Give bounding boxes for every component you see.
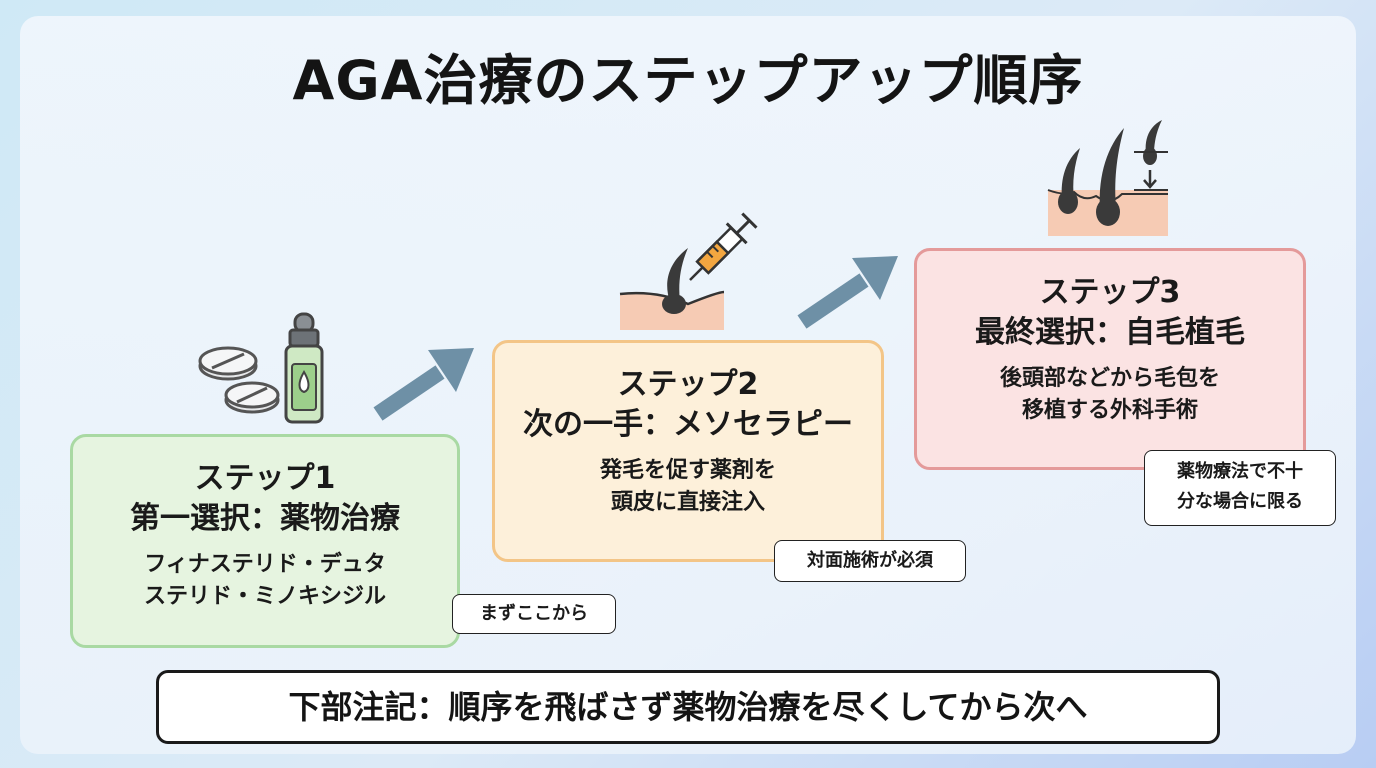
step1-card: ステップ1 第一選択：薬物治療 フィナステリド・デュタ ステリド・ミノキシジル bbox=[70, 434, 460, 648]
step2-body-line: 発毛を促す薬剤を bbox=[599, 458, 776, 483]
step3-body: 後頭部などから毛包を 移植する外科手術 bbox=[917, 363, 1303, 427]
step1-note-line: まずここから bbox=[480, 603, 588, 624]
step2-note: 対面施術が必須 bbox=[774, 540, 966, 582]
step2-note-line: 対面施術が必須 bbox=[807, 550, 933, 571]
step3-note: 薬物療法で不十 分な場合に限る bbox=[1144, 450, 1336, 526]
step3-note-line: 薬物療法で不十 bbox=[1177, 461, 1303, 482]
step1-note: まずここから bbox=[452, 594, 616, 634]
arrow-step1-to-step2 bbox=[373, 348, 474, 421]
step1-body-line: ステリド・ミノキシジル bbox=[143, 584, 386, 609]
step1-heading: 第一選択：薬物治療 bbox=[130, 501, 400, 536]
step2-body-line: 頭皮に直接注入 bbox=[610, 490, 765, 515]
step3-label: ステップ3 bbox=[1039, 275, 1181, 310]
step2-body: 発毛を促す薬剤を 頭皮に直接注入 bbox=[495, 455, 881, 519]
step2-label: ステップ2 bbox=[617, 367, 759, 402]
page-title: AGA治療のステップアップ順序 bbox=[292, 49, 1084, 112]
step3-card: ステップ3 最終選択：自毛植毛 後頭部などから毛包を 移植する外科手術 bbox=[914, 248, 1306, 470]
step1-label: ステップ1 bbox=[194, 461, 336, 496]
hair-follicle-transplant-icon bbox=[1047, 120, 1168, 236]
step3-body-line: 移植する外科手術 bbox=[1021, 398, 1198, 423]
pills-and-dropper-bottle-icon bbox=[198, 312, 324, 424]
syringe-scalp-injection-icon bbox=[619, 212, 758, 330]
step2-card: ステップ2 次の一手：メソセラピー 発毛を促す薬剤を 頭皮に直接注入 bbox=[492, 340, 884, 562]
step1-body-line: フィナステリド・デュタ bbox=[144, 552, 386, 577]
step3-heading: 最終選択：自毛植毛 bbox=[975, 315, 1245, 350]
step2-heading: 次の一手：メソセラピー bbox=[523, 407, 853, 442]
footer-note: 下部注記：順序を飛ばさず薬物治療を尽くしてから次へ bbox=[156, 670, 1220, 744]
arrow-step2-to-step3 bbox=[797, 256, 898, 329]
step3-body-line: 後頭部などから毛包を bbox=[999, 366, 1220, 391]
step3-note-line: 分な場合に限る bbox=[1177, 491, 1303, 512]
step1-body: フィナステリド・デュタ ステリド・ミノキシジル bbox=[73, 549, 457, 613]
